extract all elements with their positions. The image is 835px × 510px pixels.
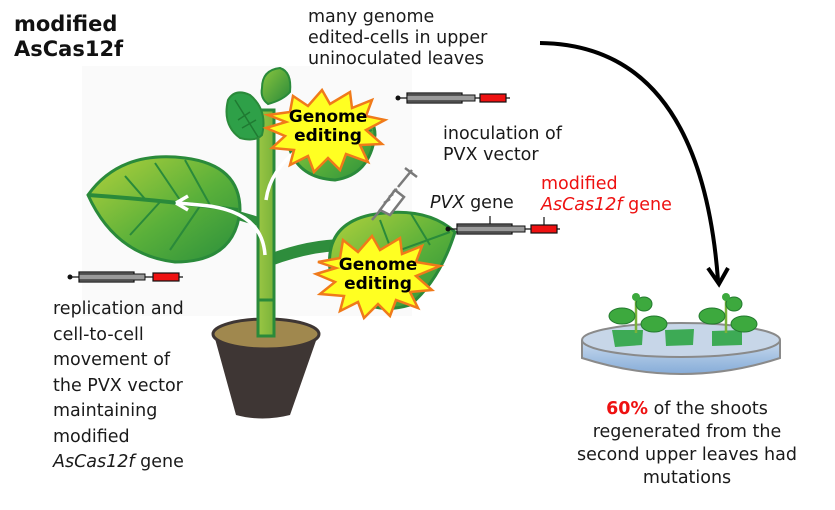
modified-gene-label: modified AsCas12f gene	[541, 174, 672, 216]
burst-lower-label: Genome editing	[338, 256, 418, 294]
upper-leaves-line-2: edited-cells in upper	[308, 28, 488, 48]
pvx-gene-label: PVX gene	[430, 193, 514, 214]
leaf-top-small	[260, 66, 292, 106]
title-line-1: modified	[14, 12, 118, 36]
flower-pot	[211, 298, 321, 419]
shoot-left	[608, 293, 668, 333]
shoot-right	[698, 293, 758, 333]
replication-line-2: cell-to-cell	[53, 324, 144, 345]
syringe-icon	[371, 167, 418, 221]
vector-construct-left	[67, 271, 183, 283]
replication-italic: AsCas12f	[53, 452, 135, 472]
burst-upper	[262, 87, 389, 175]
replication-line-1: replication and	[53, 299, 184, 319]
burst-lower	[312, 233, 445, 321]
pvx-gene-rest: gene	[464, 193, 514, 213]
result-line-1: of the shoots	[648, 399, 768, 419]
result-line-4: mutations	[642, 468, 732, 488]
modified-gene-line-1: modified	[541, 174, 618, 194]
replication-rest: gene	[134, 452, 184, 472]
pvx-gene-italic: PVX	[430, 193, 465, 213]
upper-leaves-line-1: many genome	[308, 7, 435, 27]
vector-construct-middle	[445, 216, 560, 235]
result-line-3: second upper leaves had	[577, 445, 797, 465]
burst-lower-line-2: editing	[344, 274, 412, 294]
curved-arrow	[539, 41, 730, 288]
inoculation-line-1: inoculation of	[443, 124, 562, 144]
burst-upper-line-2: editing	[294, 126, 362, 146]
inoculation-label: inoculation of PVX vector	[443, 124, 562, 166]
modified-gene-rest: gene	[622, 195, 672, 215]
result-line-2: regenerated from the	[592, 422, 782, 442]
inoculation-line-2: PVX vector	[443, 145, 539, 165]
replication-line-3: movement of	[53, 350, 171, 370]
vector-construct-top	[395, 92, 510, 104]
diagram-title: modified AsCas12f	[14, 12, 123, 62]
upper-leaves-label: many genome edited-cells in upper uninoc…	[308, 7, 487, 70]
modified-gene-italic: AsCas12f	[541, 195, 623, 215]
result-percentage: 60%	[606, 399, 648, 419]
leaf-top-left	[225, 91, 265, 141]
replication-label: replication and cell-to-cell movement of…	[53, 297, 184, 476]
petri-dish	[581, 322, 781, 375]
replication-line-5: maintaining	[53, 401, 158, 421]
replication-line-4: the PVX vector	[53, 375, 183, 396]
upper-leaves-line-3: uninoculated leaves	[308, 49, 485, 69]
burst-upper-label: Genome editing	[288, 108, 368, 146]
replication-line-6: modified	[53, 426, 130, 447]
title-line-2: AsCas12f	[14, 37, 124, 61]
burst-lower-line-1: Genome	[338, 255, 418, 275]
result-label: 60% of the shoots regenerated from the s…	[542, 398, 832, 490]
burst-upper-line-1: Genome	[288, 107, 368, 127]
